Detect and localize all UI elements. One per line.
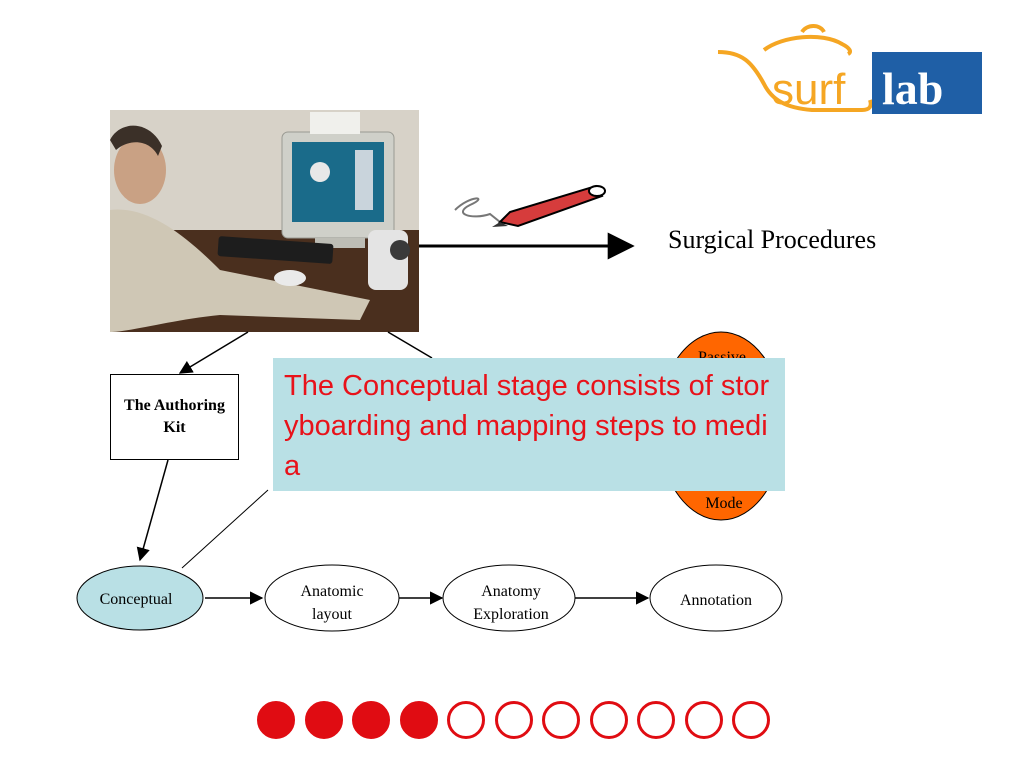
conceptual-label: Conceptual xyxy=(100,591,173,608)
anatomic-layout-label-2: layout xyxy=(312,606,353,623)
teapot-outline-icon xyxy=(717,50,873,112)
pen-icon xyxy=(454,184,606,228)
surflab-logo: surf lab xyxy=(712,22,984,126)
passive-mode-bottom-label: Mode xyxy=(705,495,742,512)
progress-dot-filled xyxy=(352,701,390,739)
authoring-kit-box: The Authoring Kit xyxy=(110,374,239,460)
anatomy-exploration-label-2: Exploration xyxy=(473,606,549,623)
arrow-to-authoring-kit xyxy=(178,331,249,374)
progress-dot-empty xyxy=(590,701,628,739)
slide-progress-dots xyxy=(257,699,777,741)
anatomy-exploration-label-1: Anatomy xyxy=(481,583,541,600)
surgical-procedures-label: Surgical Procedures xyxy=(668,225,877,254)
authoring-kit-label: The Authoring Kit xyxy=(124,397,225,436)
progress-dot-empty xyxy=(447,701,485,739)
progress-dot-empty xyxy=(495,701,533,739)
progress-dot-empty xyxy=(542,701,580,739)
line-conceptual-up xyxy=(181,489,269,569)
annotation-node xyxy=(649,564,783,632)
progress-dot-filled xyxy=(400,701,438,739)
callout-box: The Conceptual stage consists of storybo… xyxy=(273,358,785,491)
progress-dot-empty xyxy=(685,701,723,739)
conceptual-node xyxy=(76,565,204,631)
progress-dot-filled xyxy=(305,701,343,739)
line-photo-right xyxy=(387,331,433,359)
callout-text: The Conceptual stage consists of storybo… xyxy=(284,370,770,482)
logo-lab-text: lab xyxy=(882,63,943,114)
authoring-photo xyxy=(110,110,419,332)
anatomic-layout-label-1: Anatomic xyxy=(300,583,363,600)
annotation-label: Annotation xyxy=(680,592,752,609)
logo-surf-text: surf xyxy=(772,65,846,114)
progress-dot-filled xyxy=(257,701,295,739)
arrow-authoring-to-conceptual xyxy=(136,459,169,562)
progress-dot-empty xyxy=(637,701,675,739)
progress-dot-empty xyxy=(732,701,770,739)
